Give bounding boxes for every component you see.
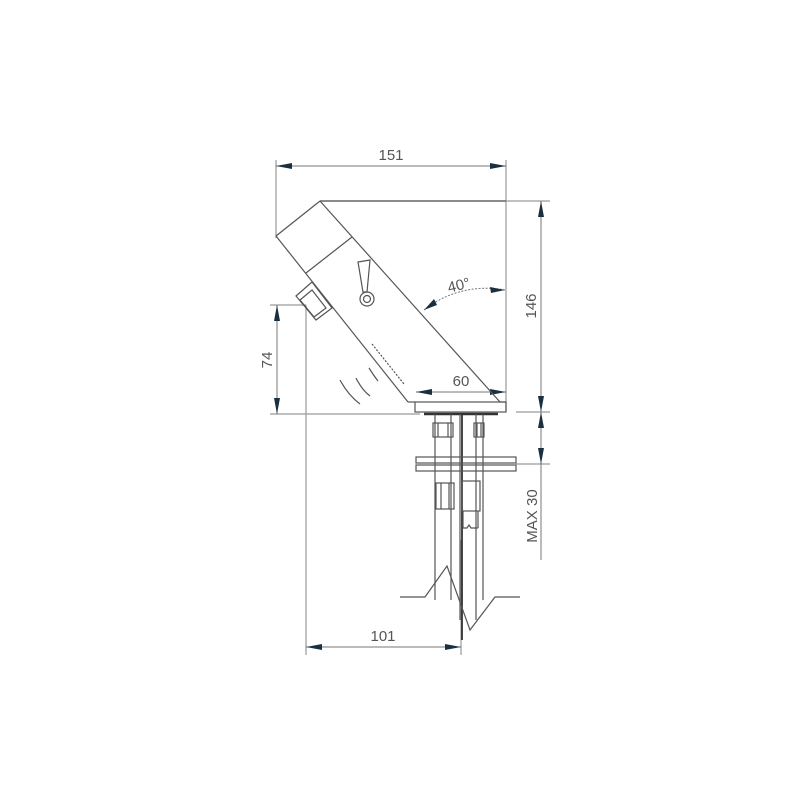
dimension-base-width: 60 [416, 373, 506, 395]
dimension-spout-height: 74 [259, 304, 420, 415]
arrow-right-icon [445, 644, 461, 650]
arrow-right-icon [490, 163, 506, 169]
faucet-body [275, 200, 507, 413]
dimension-label-151: 151 [378, 147, 403, 164]
arrow-up-icon [274, 305, 280, 321]
dimension-label-74: 74 [259, 352, 276, 369]
aerator [295, 281, 333, 321]
arrow-angle-icon [490, 287, 505, 293]
sensor-window [371, 343, 405, 385]
arrow-down-icon [538, 396, 544, 412]
arrow-left-icon [276, 163, 292, 169]
arrow-down-icon [274, 398, 280, 414]
arrow-right-icon [490, 389, 506, 395]
arrow-up-icon [538, 201, 544, 217]
arrow-left-icon [306, 644, 322, 650]
arrow-left-icon [416, 389, 432, 395]
dimension-angle: 40° [423, 275, 506, 311]
dimension-label-40deg: 40° [446, 275, 472, 297]
dimension-label-max30: MAX 30 [524, 489, 541, 542]
arrow-down-icon [538, 448, 544, 464]
dimension-spout-reach: 101 [305, 305, 462, 655]
dimension-max-deck: MAX 30 [516, 411, 550, 560]
arrow-up-icon [538, 412, 544, 428]
dimension-label-146: 146 [523, 293, 540, 318]
dimension-overall-width: 151 [275, 147, 507, 412]
sensor-wave-icon [339, 367, 379, 405]
lever-handle [357, 259, 375, 307]
dimension-overall-height: 146 [320, 200, 550, 412]
mounting-assembly [415, 412, 517, 640]
dimension-label-101: 101 [370, 628, 395, 645]
dimension-label-60: 60 [453, 373, 470, 390]
break-line [400, 564, 520, 632]
arrow-angle-icon [424, 299, 437, 310]
